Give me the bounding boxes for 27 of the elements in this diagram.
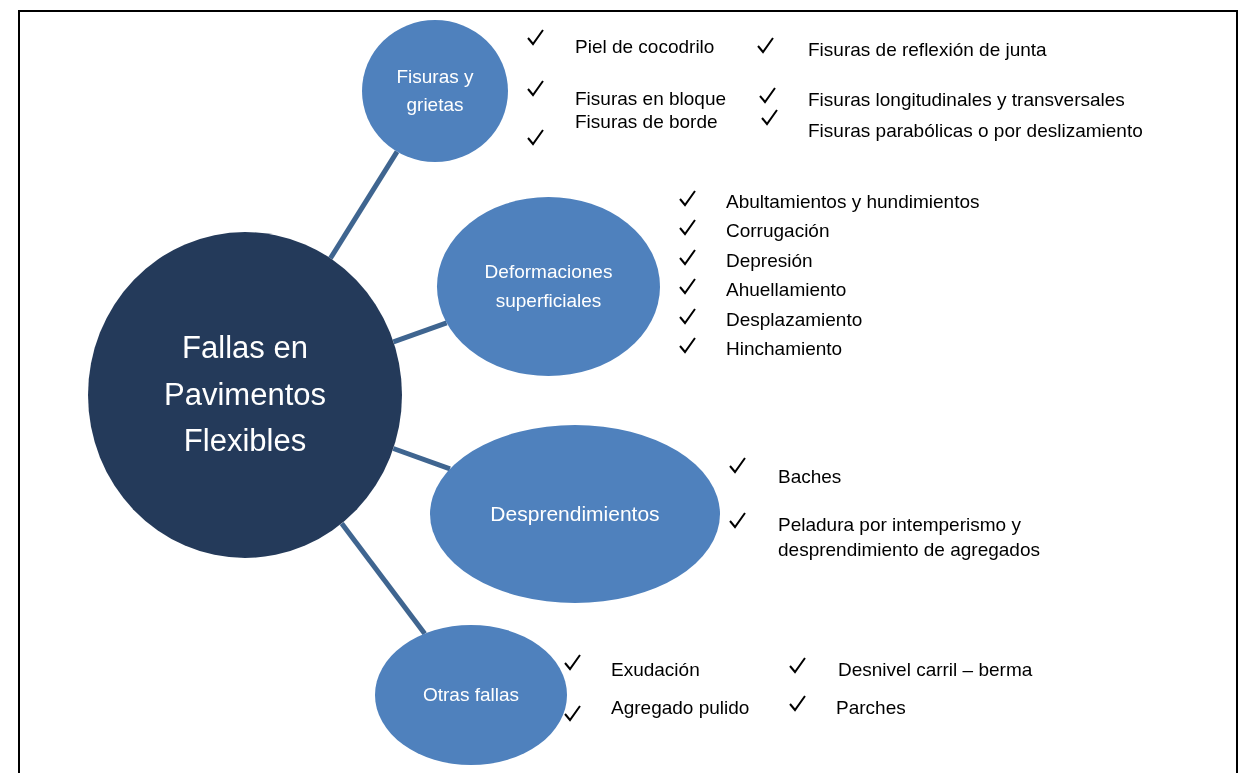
failure-type-text: Piel de cocodrilo <box>575 35 715 59</box>
failure-type-text: Exudación <box>611 658 700 682</box>
connector-line <box>392 446 451 472</box>
failure-type-text: Baches <box>778 465 842 489</box>
failure-type-text: Hinchamiento <box>726 337 843 361</box>
failure-type-text: Fisuras de reflexión de junta <box>808 38 1047 62</box>
category-title: Fisuras y grietas <box>395 64 475 117</box>
category-title: Otras fallas <box>422 682 520 707</box>
failure-type-text: Depresión <box>726 249 813 273</box>
failure-type-text: Fisuras de borde <box>575 110 718 134</box>
failure-type-text: Corrugación <box>726 219 830 243</box>
category-title: Fallas en Pavimentos Flexibles <box>163 329 327 461</box>
failure-type-text: Peladura por intemperismo y desprendimiento de agregados <box>778 513 1041 562</box>
failure-type-text: Desplazamiento <box>726 308 863 332</box>
failure-type-text: Desnivel carril – berma <box>838 658 1033 682</box>
connector-line <box>328 150 400 260</box>
connector-line <box>339 521 427 636</box>
failure-type-text: Ahuellamiento <box>726 278 847 302</box>
failure-type-text: Abultamientos y hundimientos <box>726 190 980 214</box>
failure-type-text: Fisuras longitudinales y transversales <box>808 88 1125 112</box>
connector-line <box>392 320 448 345</box>
failure-type-text: Fisuras parabólicas o por deslizamiento <box>808 119 1143 143</box>
failure-type-text: Fisuras en bloque <box>575 87 727 111</box>
category-title: Desprendimientos <box>490 501 660 528</box>
category-title: Deformaciones superficiales <box>483 260 614 313</box>
failure-type-text: Parches <box>836 696 906 720</box>
failure-type-text: Agregado pulido <box>611 696 750 720</box>
